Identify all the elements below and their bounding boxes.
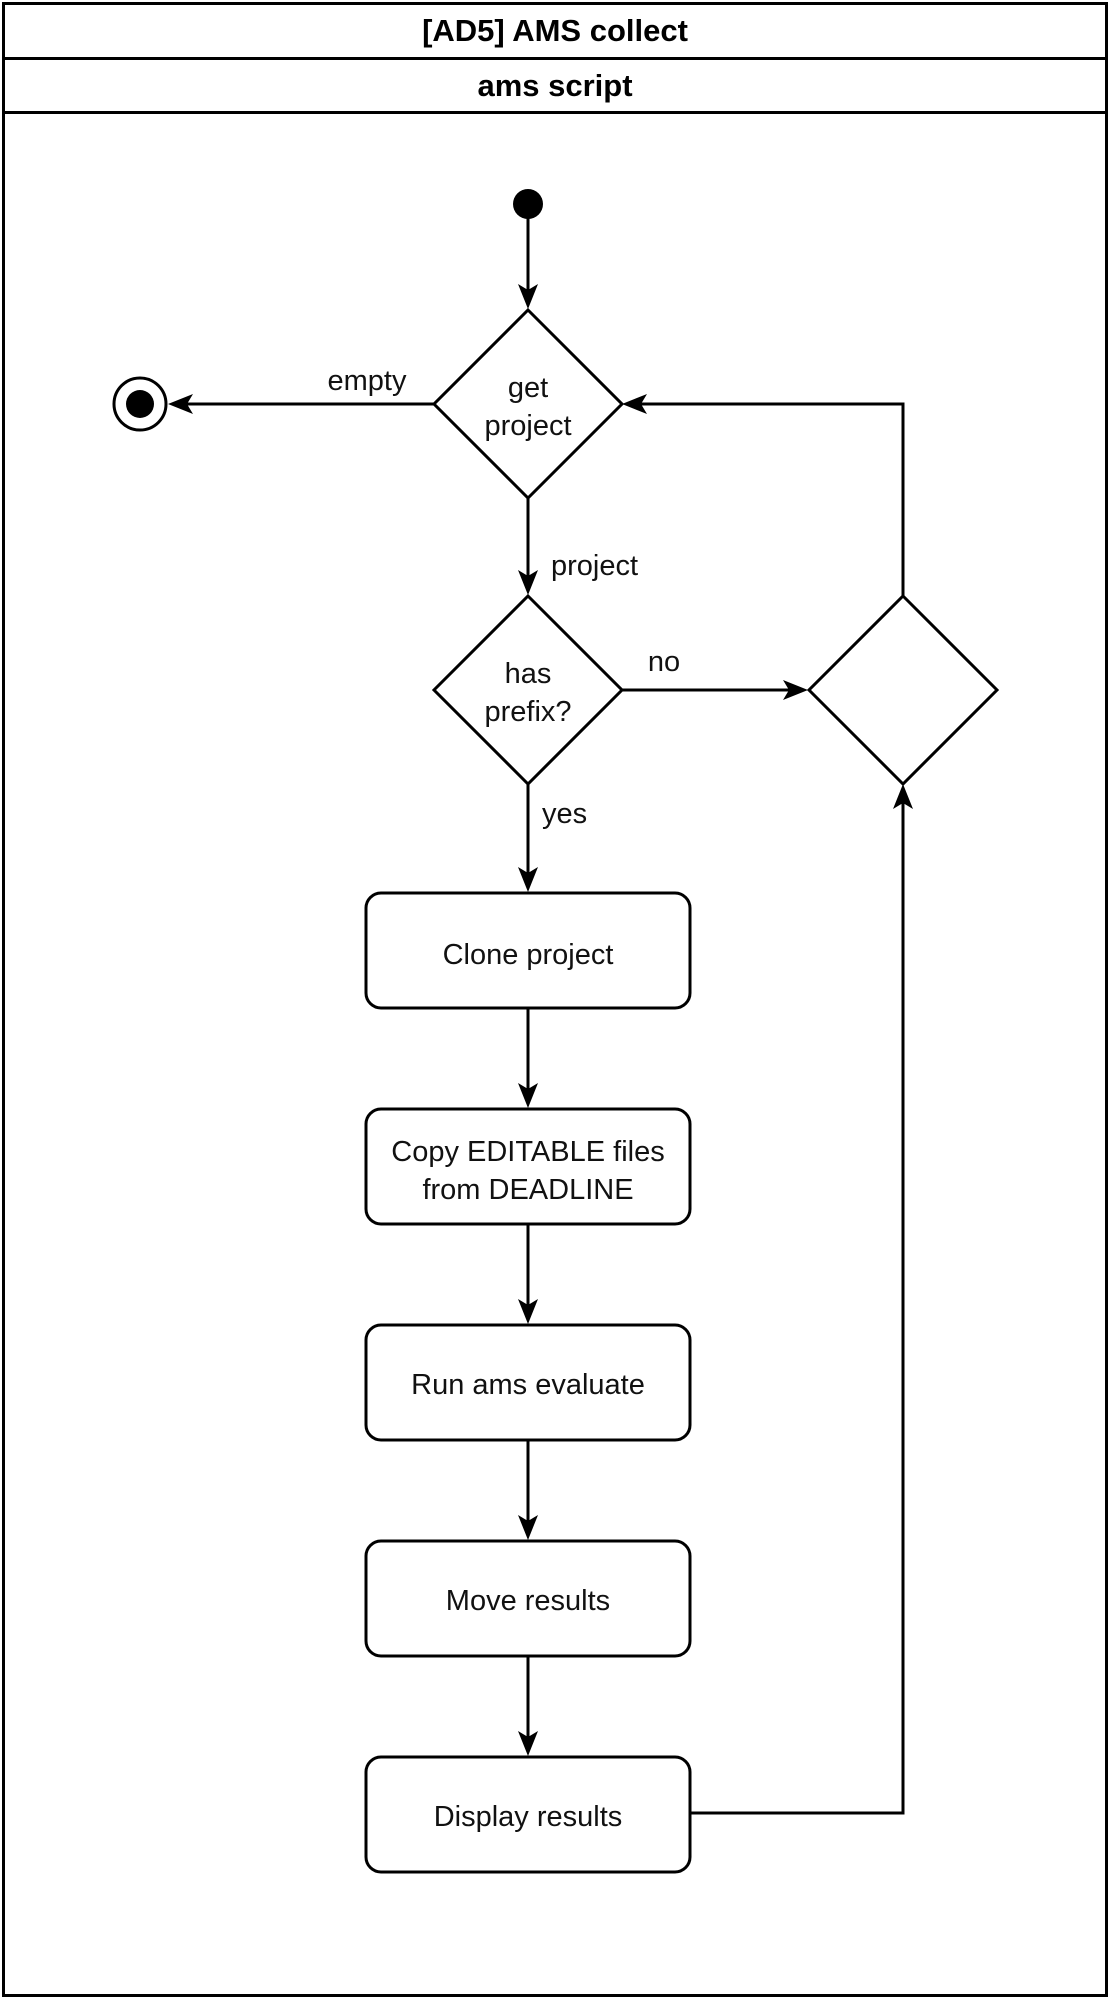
arrowhead-has-prefix-to-merge [783, 680, 808, 700]
copy-editable-label-line1: Copy EDITABLE files [391, 1136, 664, 1168]
arrowhead-run-to-move [518, 1515, 538, 1540]
run-evaluate-label: Run ams evaluate [411, 1369, 645, 1401]
has-prefix-label-line1: has [505, 658, 552, 690]
arrowhead-move-to-display [518, 1731, 538, 1756]
arrowhead-get-project-to-has-prefix [518, 570, 538, 595]
move-results-label: Move results [446, 1585, 610, 1617]
edge-display-to-merge [690, 797, 905, 1815]
decision-has-prefix [431, 593, 625, 787]
clone-project-label: Clone project [443, 939, 614, 971]
merge-node [806, 593, 1000, 787]
nodes [112, 189, 1000, 1874]
arrowhead-copy-to-run [518, 1299, 538, 1324]
arrowhead-clone-to-copy [518, 1083, 538, 1108]
arrowhead-get-project-to-end [168, 394, 193, 414]
arrowhead-merge-to-get-project [622, 394, 647, 414]
diagram-title: [AD5] AMS collect [5, 5, 1105, 60]
edge-label-yes: yes [542, 798, 587, 830]
action-clone-project [364, 891, 692, 1010]
get-project-label-line2: project [484, 410, 571, 442]
display-results-label: Display results [434, 1801, 623, 1833]
action-copy-editable [364, 1107, 692, 1226]
edge-label-empty: empty [328, 365, 407, 397]
edge-labels: empty project no yes [328, 365, 681, 830]
final-node [112, 376, 168, 432]
swimlane-header: ams script [5, 60, 1105, 114]
arrowhead-start-to-get-project [518, 284, 538, 309]
edge-label-no: no [648, 646, 680, 678]
copy-editable-label-line2: from DEADLINE [422, 1174, 633, 1206]
action-move-results [364, 1539, 692, 1658]
action-run-evaluate [364, 1323, 692, 1442]
has-prefix-label-line2: prefix? [484, 696, 571, 728]
edge-label-project: project [551, 550, 638, 582]
arrowhead-has-prefix-to-clone [518, 867, 538, 892]
edges [168, 216, 913, 1815]
edge-merge-to-get-project [635, 402, 905, 596]
decision-get-project [431, 307, 625, 501]
arrowhead-display-to-merge [893, 784, 913, 809]
initial-node [513, 189, 543, 219]
get-project-label-line1: get [508, 372, 548, 404]
action-display-results [364, 1755, 692, 1874]
node-labels: get project has prefix? Clone project Co… [391, 372, 664, 1833]
